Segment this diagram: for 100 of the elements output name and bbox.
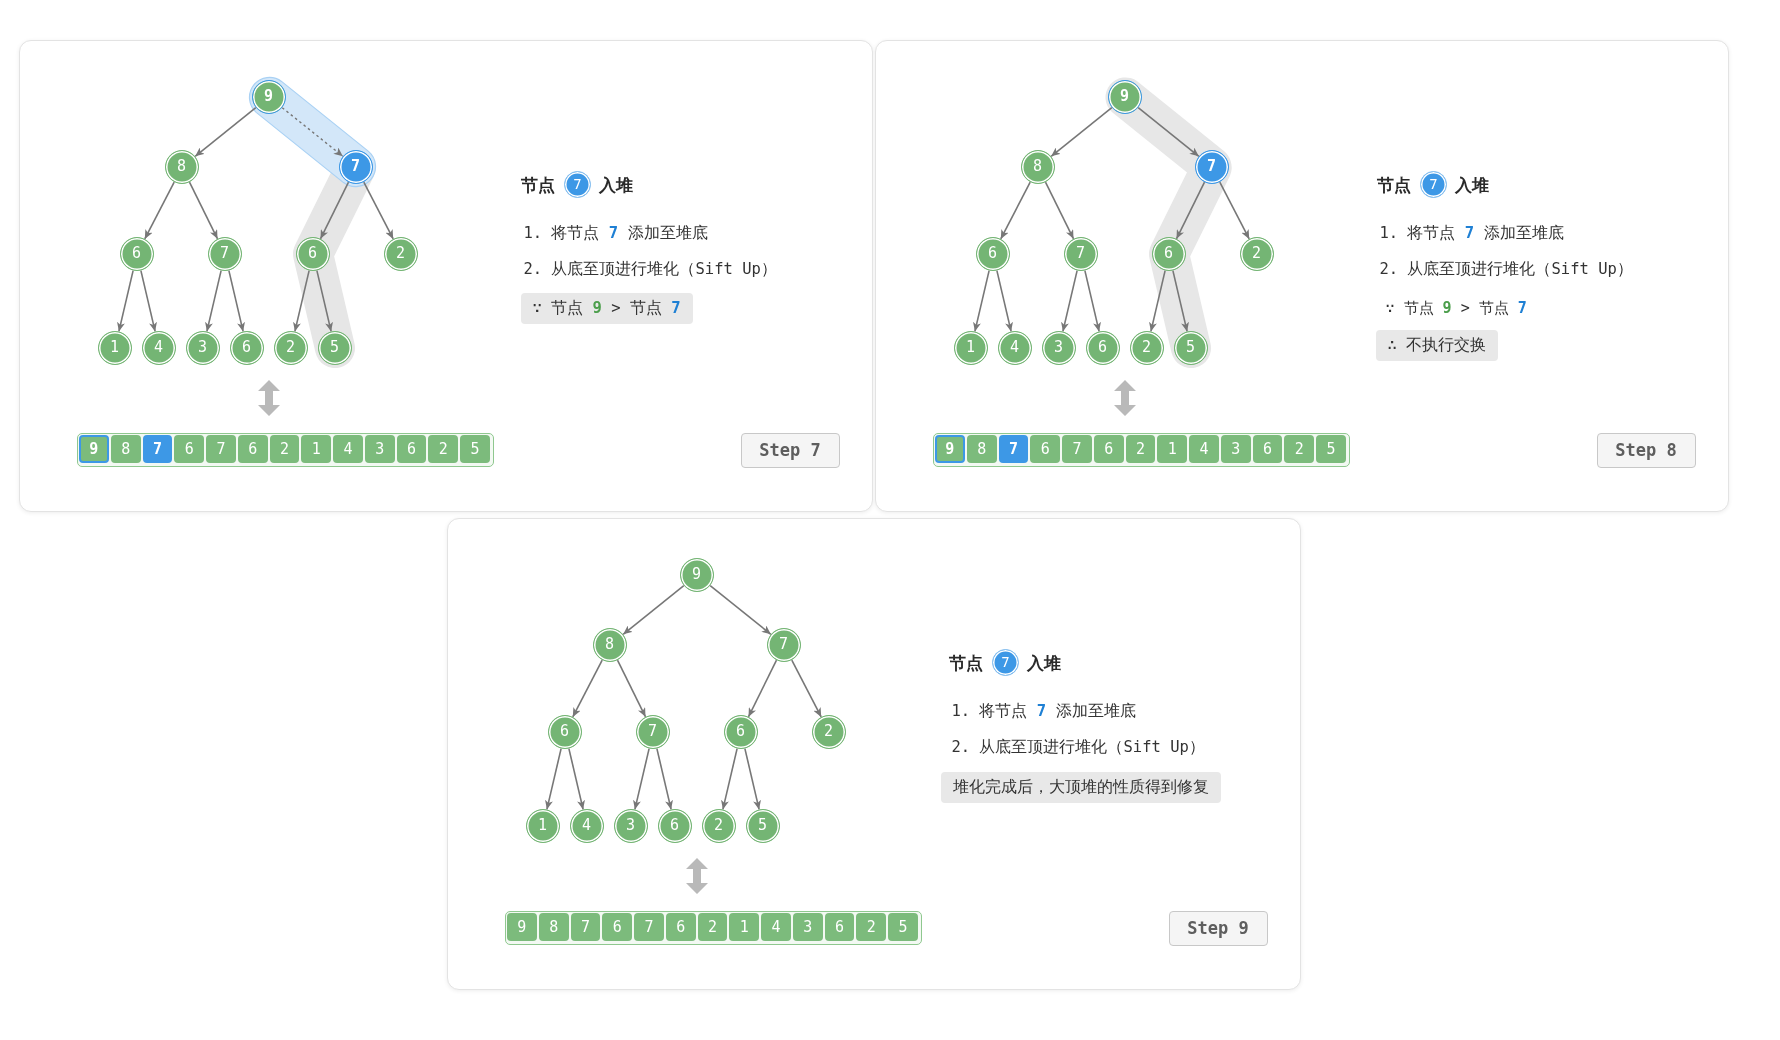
arrow	[281, 107, 344, 157]
heading-text: 节点	[520, 173, 555, 197]
arrow	[633, 747, 650, 811]
array-cell: 4	[761, 913, 791, 941]
arrow	[228, 269, 245, 333]
array-cell: 3	[364, 435, 395, 463]
arrow	[572, 659, 603, 718]
tree-node: 2	[273, 330, 308, 365]
condition-text: ∵ 节点 9 > 节点 7	[1385, 297, 1527, 319]
note-box: 堆化完成后，大顶堆的性质得到修复	[940, 771, 1221, 803]
array-frame	[504, 910, 922, 945]
step-button: Step 8	[1596, 432, 1696, 468]
arrow	[316, 269, 333, 333]
arrow	[363, 181, 394, 240]
arrow	[996, 269, 1013, 333]
list-item: 2. 从底至顶进行堆化（Sift Up）	[1379, 258, 1633, 280]
tree-node: 7	[635, 714, 670, 749]
array-cell: 6	[602, 913, 633, 941]
heading-text: 节点	[948, 651, 983, 675]
arrow	[1061, 269, 1078, 333]
tree-node: 1	[97, 330, 132, 365]
array-cell: 8	[966, 435, 997, 463]
arrow	[1050, 106, 1113, 158]
step-card	[19, 40, 873, 512]
list-item: 1. 将节点 7 添加至堆底	[1379, 222, 1564, 244]
list-item: 1. 将节点 7 添加至堆底	[523, 222, 708, 244]
arrow	[319, 181, 350, 240]
array-cell: 7	[142, 435, 173, 463]
array-frame	[76, 432, 494, 467]
array-cell: 4	[1189, 435, 1219, 463]
tree-node: 6	[119, 236, 154, 271]
array-cell: 7	[570, 913, 601, 941]
heading-text: 入堆	[1026, 651, 1061, 675]
tree-node: 2	[383, 236, 418, 271]
note-box: ∴ 不执行交换	[1375, 329, 1499, 361]
arrow	[293, 269, 310, 333]
tree-node: 4	[997, 330, 1032, 365]
array-cell: 2	[1284, 435, 1315, 463]
arrow	[117, 269, 134, 333]
tree-node: 6	[657, 808, 692, 843]
array-cell: 9	[935, 435, 965, 463]
tree-node: 7	[1063, 236, 1098, 271]
number-badge: 7	[992, 649, 1019, 676]
arrow	[1219, 181, 1250, 240]
arrow	[721, 747, 738, 811]
arrow	[747, 659, 778, 718]
array-cell: 6	[665, 913, 696, 941]
list-item: 1. 将节点 7 添加至堆底	[951, 700, 1136, 722]
arrow	[622, 584, 685, 636]
tree-node: 1	[953, 330, 988, 365]
array-cell: 6	[174, 435, 205, 463]
tree-node: 6	[1085, 330, 1120, 365]
array-cell: 1	[301, 435, 332, 463]
array-cell: 8	[538, 913, 569, 941]
number-badge: 7	[1420, 171, 1447, 198]
array-cell: 1	[729, 913, 760, 941]
tree-node: 7	[207, 236, 242, 271]
arrow	[568, 747, 585, 811]
arrow	[709, 584, 772, 636]
heading-text: 入堆	[1454, 173, 1489, 197]
heading-text: 节点	[1376, 173, 1411, 197]
array-cell: 3	[1220, 435, 1251, 463]
array-cell: 2	[269, 435, 300, 463]
arrow	[1000, 181, 1031, 240]
heading-text: 入堆	[598, 173, 633, 197]
step-card	[447, 518, 1301, 990]
arrow	[194, 106, 257, 158]
array-cell: 5	[460, 435, 490, 463]
tree-node: 8	[164, 149, 199, 184]
tree-node: 7	[766, 627, 801, 662]
arrow	[545, 747, 562, 811]
arrow	[205, 269, 222, 333]
tree-node: 6	[975, 236, 1010, 271]
list-item: 2. 从底至顶进行堆化（Sift Up）	[951, 736, 1205, 758]
array-cell: 4	[333, 435, 363, 463]
array-cell: 5	[888, 913, 918, 941]
arrow	[188, 181, 219, 240]
array-cell: 3	[792, 913, 823, 941]
arrow	[1137, 106, 1200, 158]
arrow	[1175, 181, 1206, 240]
array-cell: 6	[1030, 435, 1061, 463]
tree-node: 4	[141, 330, 176, 365]
arrow	[144, 181, 175, 240]
tree-node: 6	[723, 714, 758, 749]
array-cell: 7	[1062, 435, 1092, 463]
arrow	[1084, 269, 1101, 333]
step-card	[875, 40, 1729, 512]
array-frame	[932, 432, 1350, 467]
arrow	[1149, 269, 1166, 333]
array-cell: 5	[1316, 435, 1346, 463]
arrow	[1172, 269, 1189, 333]
arrow	[140, 269, 157, 333]
tree-node: 3	[613, 808, 648, 843]
array-cell: 7	[998, 435, 1029, 463]
arrow	[616, 659, 647, 718]
tree-node: 6	[229, 330, 264, 365]
number-badge: 7	[564, 171, 591, 198]
array-cell: 8	[110, 435, 141, 463]
arrow	[1044, 181, 1075, 240]
array-cell: 6	[396, 435, 427, 463]
